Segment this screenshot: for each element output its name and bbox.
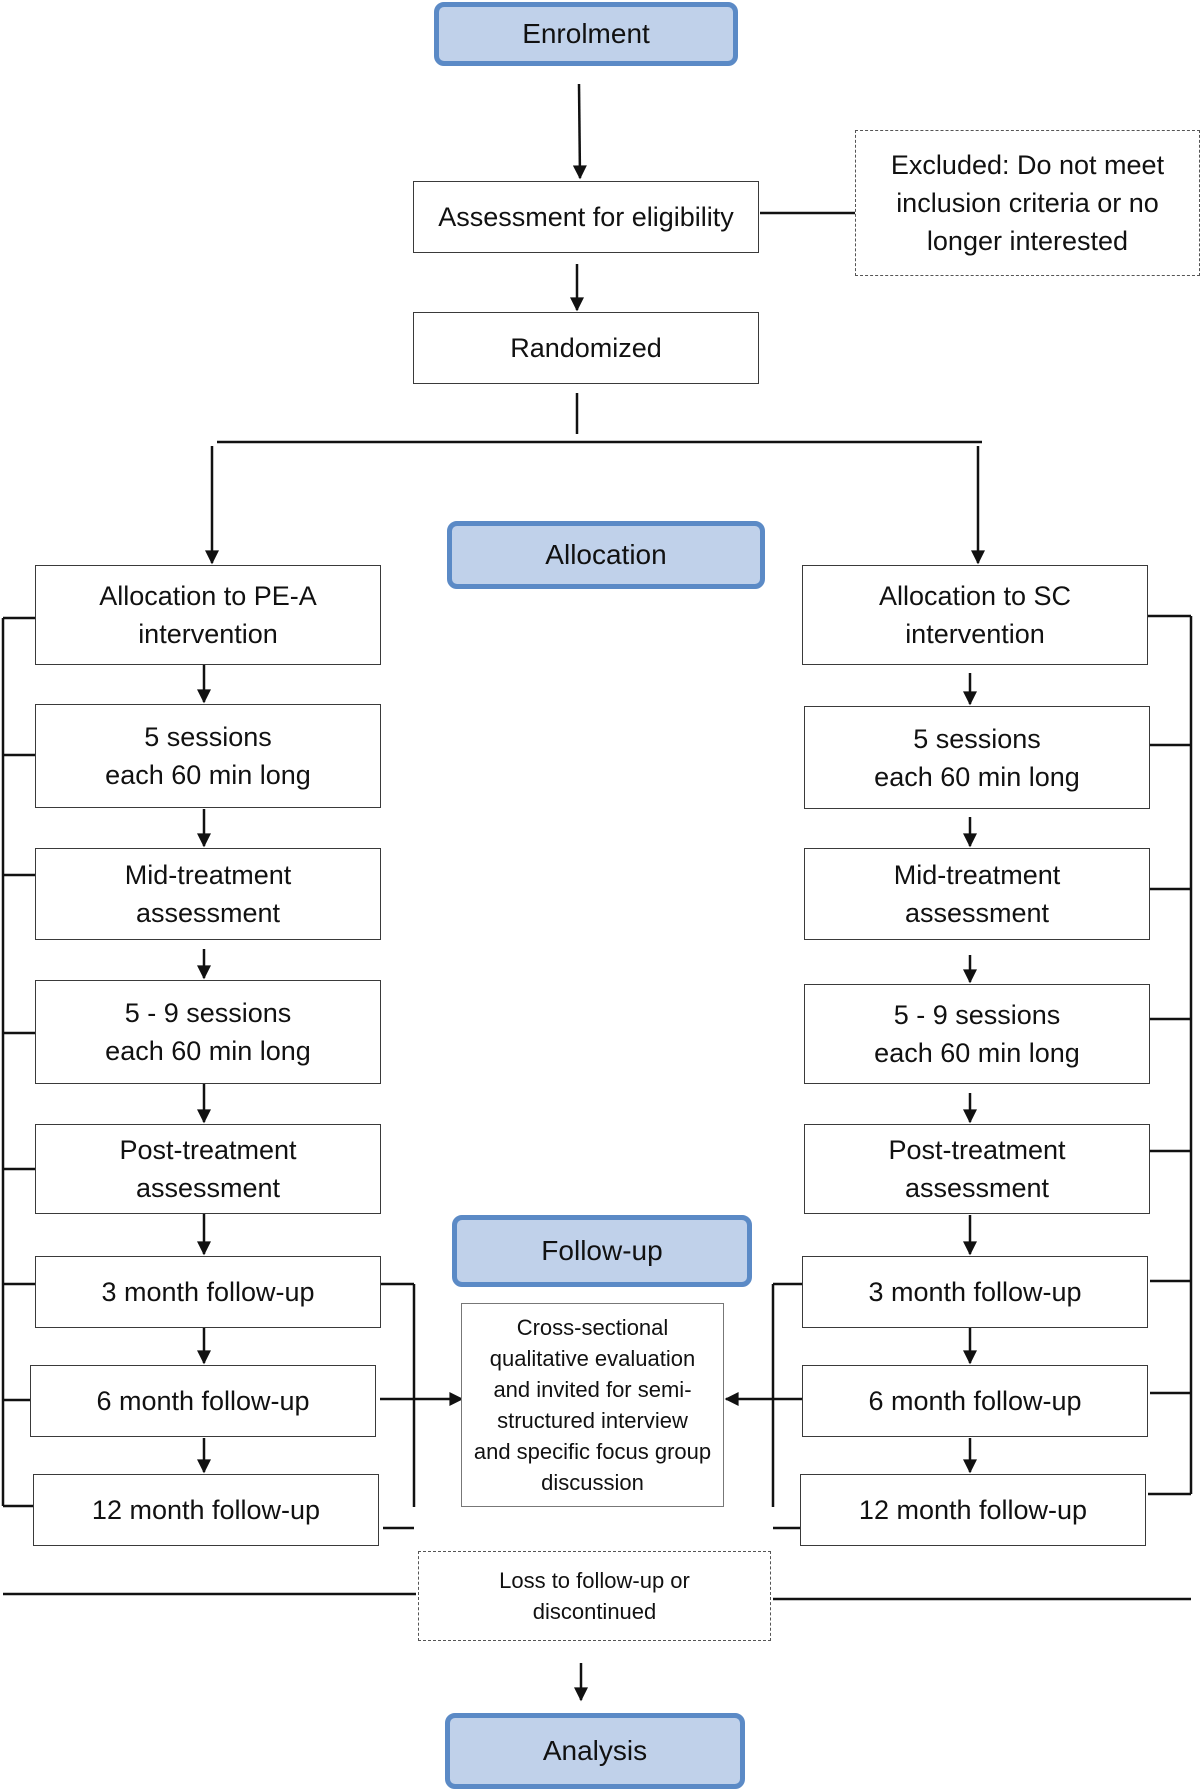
qualitative-evaluation-box: Cross-sectional qualitative evaluation a… [461, 1303, 724, 1507]
enrolment-stage: Enrolment [434, 2, 738, 66]
excluded-box: Excluded: Do not meet inclusion criteria… [855, 130, 1200, 276]
left-mid-assessment-box: Mid-treatment assessment [35, 848, 381, 940]
right-6-month-box: 6 month follow-up [802, 1365, 1148, 1437]
allocation-stage: Allocation [447, 521, 765, 589]
right-mid-assessment-box: Mid-treatment assessment [804, 848, 1150, 940]
right-allocation-box: Allocation to SC intervention [802, 565, 1148, 665]
randomized-box: Randomized [413, 312, 759, 384]
left-sessions-2-box: 5 - 9 sessions each 60 min long [35, 980, 381, 1084]
eligibility-box: Assessment for eligibility [413, 181, 759, 253]
loss-to-follow-up-box: Loss to follow-up or discontinued [418, 1551, 771, 1641]
right-3-month-box: 3 month follow-up [802, 1256, 1148, 1328]
right-sessions-2-box: 5 - 9 sessions each 60 min long [804, 984, 1150, 1084]
left-post-assessment-box: Post-treatment assessment [35, 1124, 381, 1214]
left-allocation-box: Allocation to PE-A intervention [35, 565, 381, 665]
right-sessions-1-box: 5 sessions each 60 min long [804, 706, 1150, 809]
analysis-stage: Analysis [445, 1713, 745, 1789]
left-3-month-box: 3 month follow-up [35, 1256, 381, 1328]
right-12-month-box: 12 month follow-up [800, 1474, 1146, 1546]
left-12-month-box: 12 month follow-up [33, 1474, 379, 1546]
left-sessions-1-box: 5 sessions each 60 min long [35, 704, 381, 808]
left-6-month-box: 6 month follow-up [30, 1365, 376, 1437]
follow-up-stage: Follow-up [452, 1215, 752, 1287]
right-post-assessment-box: Post-treatment assessment [804, 1124, 1150, 1214]
